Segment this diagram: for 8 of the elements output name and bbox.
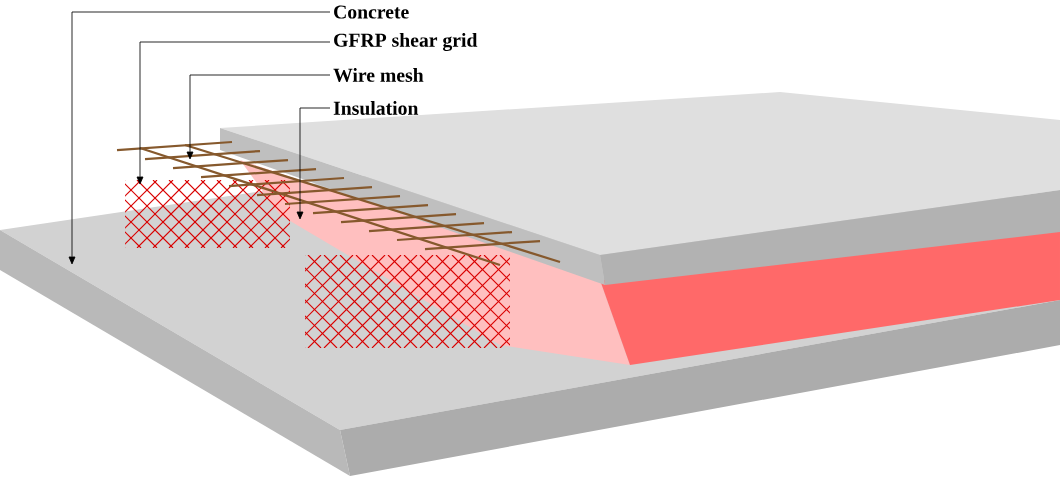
- leader-line: [68, 11, 331, 265]
- leader-line: [186, 74, 331, 160]
- layer-label: Insulation: [333, 101, 419, 115]
- layer-label: Concrete: [334, 5, 409, 19]
- layer-label: Wire mesh: [333, 68, 424, 82]
- leader-line: [136, 41, 331, 185]
- layer-label: GFRP shear grid: [334, 33, 478, 51]
- leader-line: [296, 107, 331, 220]
